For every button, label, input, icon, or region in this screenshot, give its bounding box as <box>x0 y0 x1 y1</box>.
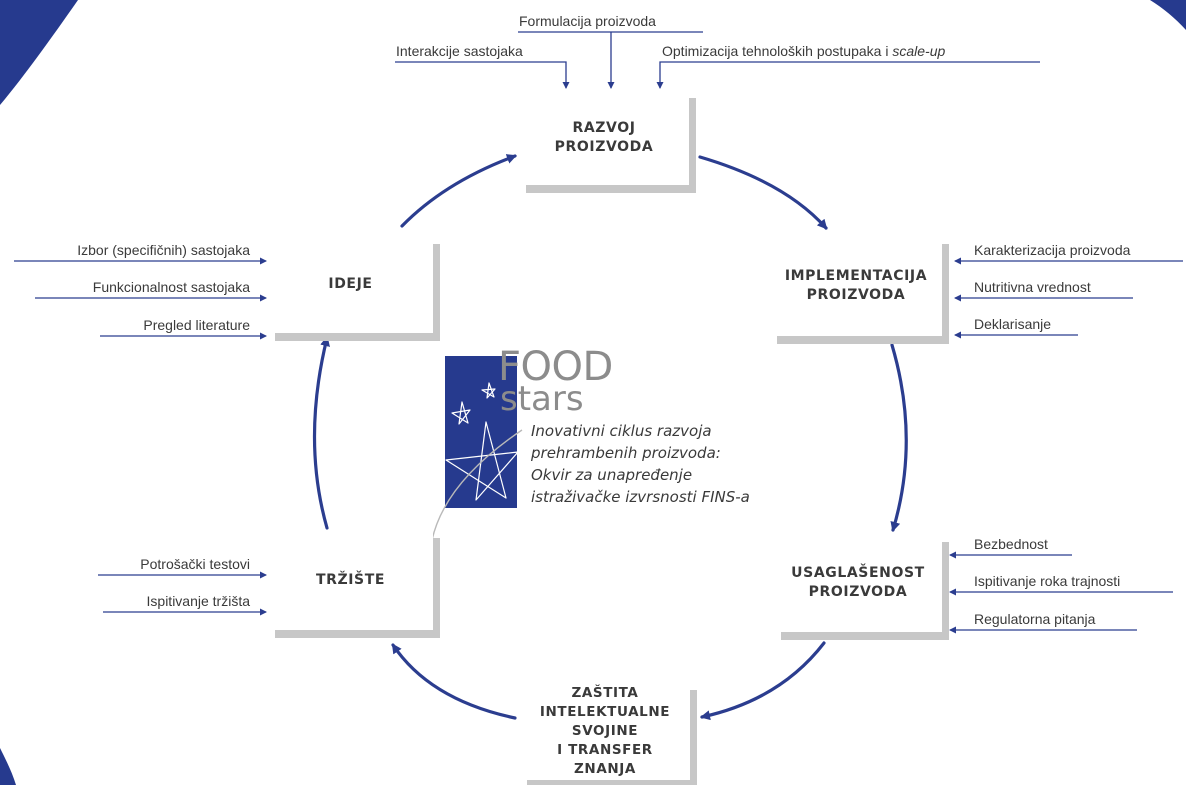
label-ispitivanje-roka: Ispitivanje roka trajnosti <box>974 573 1121 589</box>
node-usaglasenost-proizvoda: USAGLAŠENOST PROIZVODA <box>774 534 942 632</box>
arrow-trziste-to-ideje <box>312 336 330 530</box>
connector-optimizacija <box>656 61 1040 89</box>
logo-swoosh <box>431 429 523 541</box>
label-interakcije-sastojaka: Interakcije sastojaka <box>396 43 523 59</box>
label-regulatorna-pitanja: Regulatorna pitanja <box>974 611 1096 627</box>
star-small-icon <box>451 401 471 425</box>
label-optimizacija-text: Optimizacija tehnoloških postupaka i <box>662 43 893 59</box>
logo-tagline: Inovativni ciklus razvoja prehrambenih p… <box>531 422 750 506</box>
label-formulacija-proizvoda: Formulacija proizvoda <box>519 13 656 29</box>
connector-interakcije <box>395 61 570 89</box>
node-ideje: IDEJE <box>268 236 433 333</box>
label-potrosacki-testovi: Potrošački testovi <box>140 556 250 572</box>
arrow-implementacija-to-usaglasenost <box>890 343 908 532</box>
label-bezbednost: Bezbednost <box>974 536 1048 552</box>
corner-shape-bottom-left <box>0 748 16 785</box>
arrow-ideje-to-razvoj <box>400 154 517 228</box>
label-funkcionalnost-sastojaka: Funkcionalnost sastojaka <box>92 279 250 295</box>
label-optimizacija-italic: scale-up <box>892 43 946 59</box>
node-implementacija-proizvoda: IMPLEMENTACIJA PROIZVODA <box>770 236 942 336</box>
star-large-icon <box>445 421 519 501</box>
label-karakterizacija: Karakterizacija proizvoda <box>974 242 1131 258</box>
star-tiny-icon <box>481 382 496 399</box>
arrow-razvoj-to-implementacija <box>698 155 828 230</box>
logo-stars-text: stars <box>500 379 584 419</box>
label-deklarisanje: Deklarisanje <box>974 316 1052 332</box>
label-ispitivanje-trzista: Ispitivanje tržišta <box>146 593 250 609</box>
label-optimizacija: Optimizacija tehnoloških postupaka i sca… <box>662 43 945 59</box>
arrow-usaglasenost-to-zastita <box>700 641 826 721</box>
node-trziste: TRŽIŠTE <box>268 530 433 630</box>
node-zastita-intelektualne-svojine: ZAŠTITA INTELEKTUALNE SVOJINE I TRANSFER… <box>520 682 690 780</box>
logo-food-text: FOOD <box>498 344 613 390</box>
label-nutritivna-vrednost: Nutritivna vrednost <box>974 279 1091 295</box>
node-razvoj-proizvoda: RAZVOJ PROIZVODA <box>519 90 689 185</box>
label-pregled-literature: Pregled literature <box>143 317 250 333</box>
connector-formulacija <box>518 31 703 88</box>
corner-shape-top-right <box>1150 0 1186 30</box>
corner-shape-top-left <box>0 0 78 105</box>
arrow-zastita-to-trziste <box>391 643 517 720</box>
label-izbor-sastojaka: Izbor (specifičnih) sastojaka <box>77 242 250 258</box>
